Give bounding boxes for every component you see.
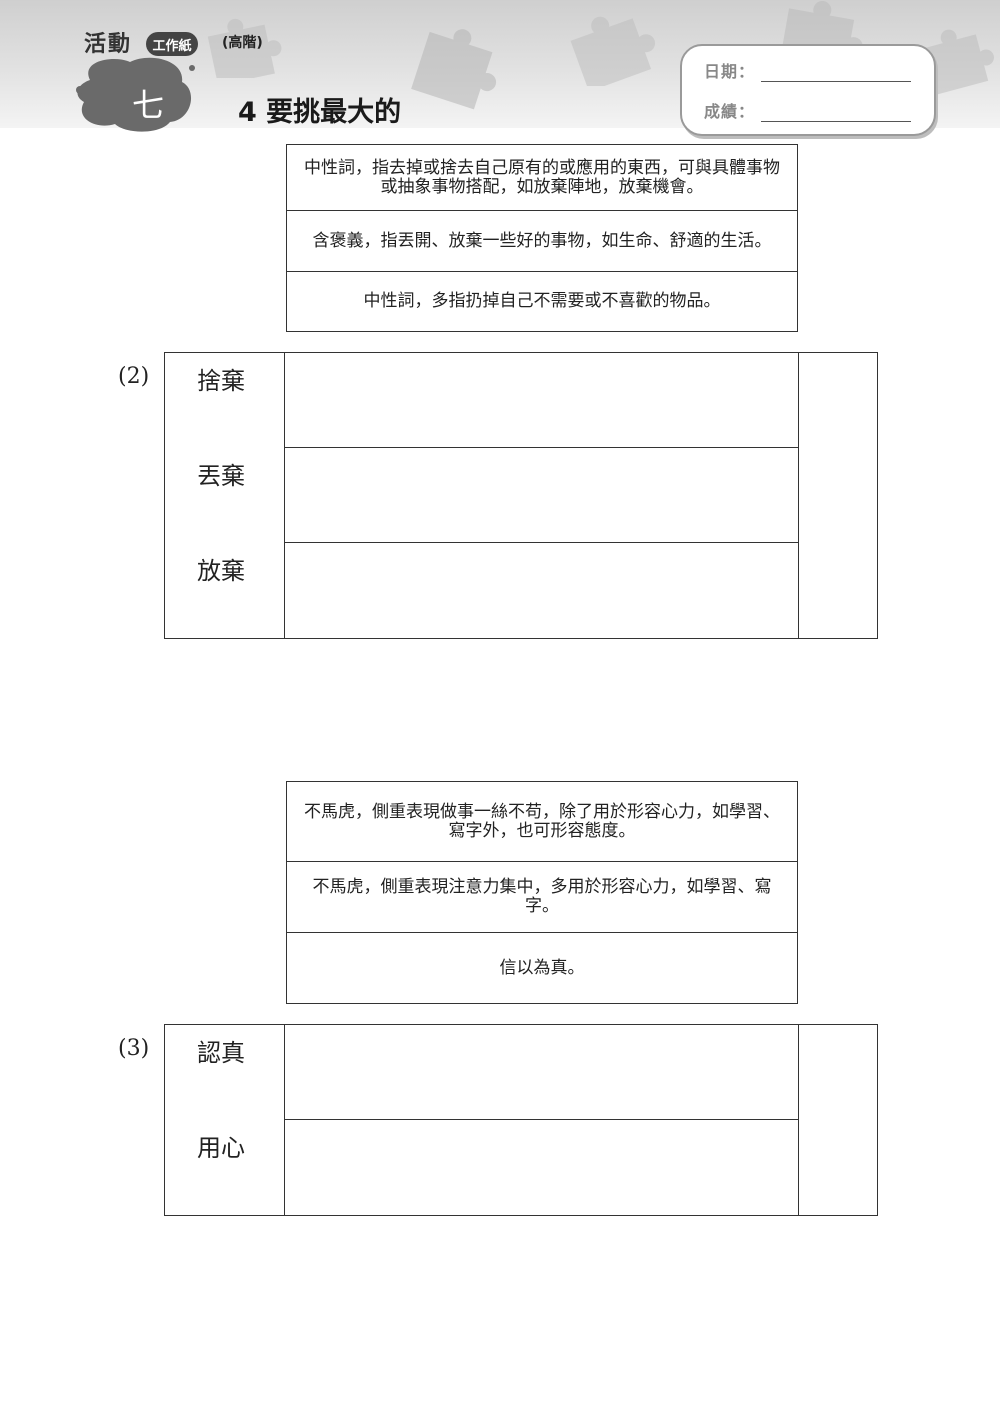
answer-drop-zone[interactable] [285, 543, 799, 638]
answer-drop-zone[interactable] [285, 448, 799, 543]
question-number-3: (3) [118, 1036, 150, 1061]
activity-label: 活動 [84, 32, 133, 57]
question-number-2: (2) [118, 364, 150, 389]
puzzle-piece-icon [207, 18, 282, 78]
word-label: 捨棄 [165, 353, 285, 448]
answer-table-3: 認真 用心 [164, 1024, 878, 1216]
score-label: 成績： [704, 102, 756, 121]
definition-table-3: 不馬虎，側重表現做事一絲不苟，除了用於形容心力，如學習、寫字外，也可形容態度。 … [286, 781, 798, 1004]
word-label: 用心 [165, 1120, 285, 1215]
definition-card[interactable]: 不馬虎，側重表現注意力集中，多用於形容心力，如學習、寫字。 [287, 862, 797, 933]
puzzle-piece-icon [570, 16, 656, 86]
answer-drop-zone[interactable] [285, 1025, 799, 1120]
date-field[interactable] [761, 63, 912, 82]
date-score-box: 日期： 成績： [680, 44, 936, 136]
answer-drop-zone[interactable] [285, 353, 799, 448]
answer-drop-zone[interactable] [285, 1120, 799, 1215]
definition-card[interactable]: 中性詞，多指扔掉自己不需要或不喜歡的物品。 [363, 291, 721, 311]
ink-splash-icon [76, 57, 195, 132]
answer-side-cell [799, 1120, 877, 1215]
word-label: 丟棄 [165, 448, 285, 543]
answer-side-cell [799, 448, 877, 543]
answer-side-cell [799, 353, 877, 448]
score-field[interactable] [761, 103, 912, 122]
definition-card[interactable]: 信以為真。 [499, 957, 585, 978]
chapter-number: 七 [131, 86, 164, 124]
definition-card[interactable]: 不馬虎，側重表現做事一絲不苟，除了用於形容心力，如學習、寫字外，也可形容態度。 [287, 782, 797, 862]
word-label: 放棄 [165, 543, 285, 638]
lesson-title: 4 要挑最大的 [238, 97, 402, 128]
definition-card[interactable]: 含褒義，指丟開、放棄一些好的事物，如生命、舒適的生活。 [287, 211, 797, 272]
date-label: 日期： [704, 62, 756, 81]
definition-table-2: 中性詞，指去掉或捨去自己原有的或應用的東西，可與具體事物或抽象事物搭配，如放棄陣… [286, 144, 798, 332]
worksheet-badge: 工作紙 [146, 32, 198, 56]
puzzle-piece-icon [923, 29, 994, 95]
puzzle-piece-icon [411, 29, 497, 110]
definition-card[interactable]: 中性詞，指去掉或捨去自己原有的或應用的東西，可與具體事物或抽象事物搭配，如放棄陣… [287, 145, 797, 211]
word-label: 認真 [165, 1025, 285, 1120]
answer-side-cell [799, 543, 877, 638]
level-label: (高階) [222, 35, 263, 51]
answer-side-cell [799, 1025, 877, 1120]
answer-table-2: 捨棄 丟棄 放棄 [164, 352, 878, 639]
